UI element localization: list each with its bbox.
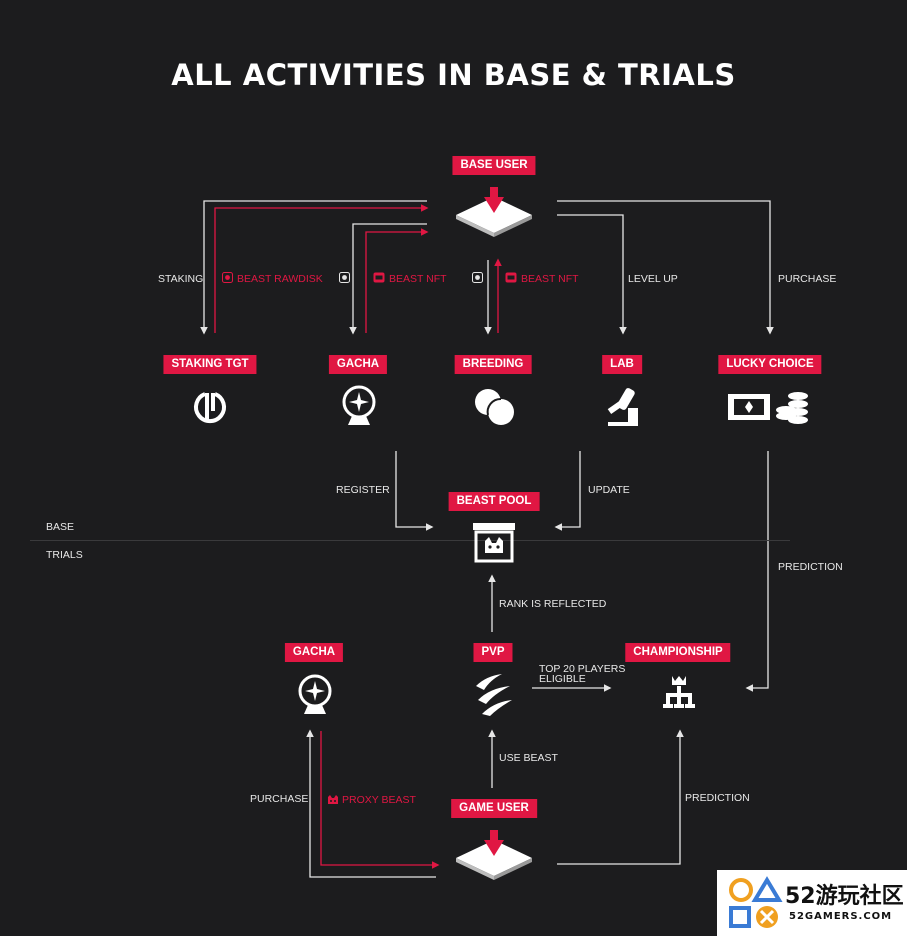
prediction-right-arrow	[745, 451, 769, 692]
game-user-platform-icon	[456, 830, 532, 880]
championship-icon	[663, 676, 695, 708]
base-trials-divider	[30, 540, 790, 541]
purchase-top-label: PURCHASE	[778, 273, 837, 285]
register-label: REGISTER	[336, 484, 390, 496]
watermark-site: 52GAMERS.COM	[789, 911, 893, 922]
lucky-choice-icon	[728, 392, 808, 424]
use-beast-label: USE BEAST	[499, 752, 558, 764]
beast-nft-label-2: BEAST NFT	[521, 273, 579, 285]
purchase-bottom-label: PURCHASE	[250, 793, 309, 805]
game-user-tag: GAME USER	[451, 799, 537, 818]
gacha-icon	[298, 674, 332, 714]
top20-label-1: TOP 20 PLAYERS	[539, 663, 626, 675]
gacha-icon	[342, 385, 376, 425]
proxy-beast-arrow	[320, 731, 440, 869]
pvp-claw-icon	[476, 674, 512, 716]
prediction-right-label: PREDICTION	[778, 561, 843, 573]
base-user-platform-icon	[456, 187, 532, 237]
nft-to-base-arrow	[365, 228, 429, 333]
register-arrow	[395, 451, 434, 531]
lab-microscope-icon	[607, 388, 638, 426]
proxy-beast-label: PROXY BEAST	[342, 794, 416, 806]
page-title: ALL ACTIVITIES IN BASE & TRIALS	[171, 58, 736, 92]
gacha-bottom-tag: GACHA	[284, 643, 344, 662]
watermark-brand: 52游玩社区	[785, 884, 904, 909]
disk-icon	[222, 272, 233, 283]
lucky-choice-tag: LUCKY CHOICE	[718, 355, 822, 374]
purchase-bottom-arrow	[306, 729, 436, 878]
nft-icon	[505, 272, 517, 283]
beast-nft-label: BEAST NFT	[389, 273, 447, 285]
prediction-bottom-label: PREDICTION	[685, 792, 750, 804]
breeding-icon	[475, 389, 514, 425]
beast-rawdisk-label: BEAST RAWDISK	[237, 273, 323, 285]
prediction-bottom-arrow	[557, 729, 684, 865]
update-label: UPDATE	[588, 484, 630, 496]
proxy-beast-icon	[328, 795, 338, 804]
staking-label: STAKING	[158, 273, 204, 285]
beast-pool-tag: BEAST POOL	[448, 492, 540, 511]
championship-tag: CHAMPIONSHIP	[625, 643, 731, 662]
rawdisk-arrow	[214, 204, 429, 333]
rank-reflected-label: RANK IS REFLECTED	[499, 598, 607, 610]
breeding-tag: BREEDING	[454, 355, 532, 374]
trials-zone-label: TRIALS	[46, 549, 83, 561]
watermark: 52游玩社区 52GAMERS.COM	[717, 870, 907, 936]
purchase-top-arrow	[557, 200, 774, 335]
disk-icon	[339, 272, 350, 283]
top20-label-2: ELIGIBLE	[539, 673, 586, 685]
level-up-label: LEVEL UP	[628, 273, 678, 285]
gacha-top-tag: GACHA	[328, 355, 388, 374]
watermark-logo-icon	[729, 876, 783, 928]
disk-icon	[472, 272, 483, 283]
level-up-arrow	[557, 214, 627, 335]
gacha-arrow	[349, 223, 427, 335]
update-arrow	[554, 451, 581, 531]
nft-icon	[373, 272, 385, 283]
staking-arrow	[200, 200, 427, 335]
pvp-tag: PVP	[473, 643, 513, 662]
staking-icon	[194, 392, 226, 423]
lab-tag: LAB	[602, 355, 642, 374]
base-user-tag: BASE USER	[452, 156, 536, 175]
staking-tgt-tag: STAKING TGT	[163, 355, 257, 374]
beast-pool-icon	[473, 523, 515, 563]
base-zone-label: BASE	[46, 521, 75, 533]
